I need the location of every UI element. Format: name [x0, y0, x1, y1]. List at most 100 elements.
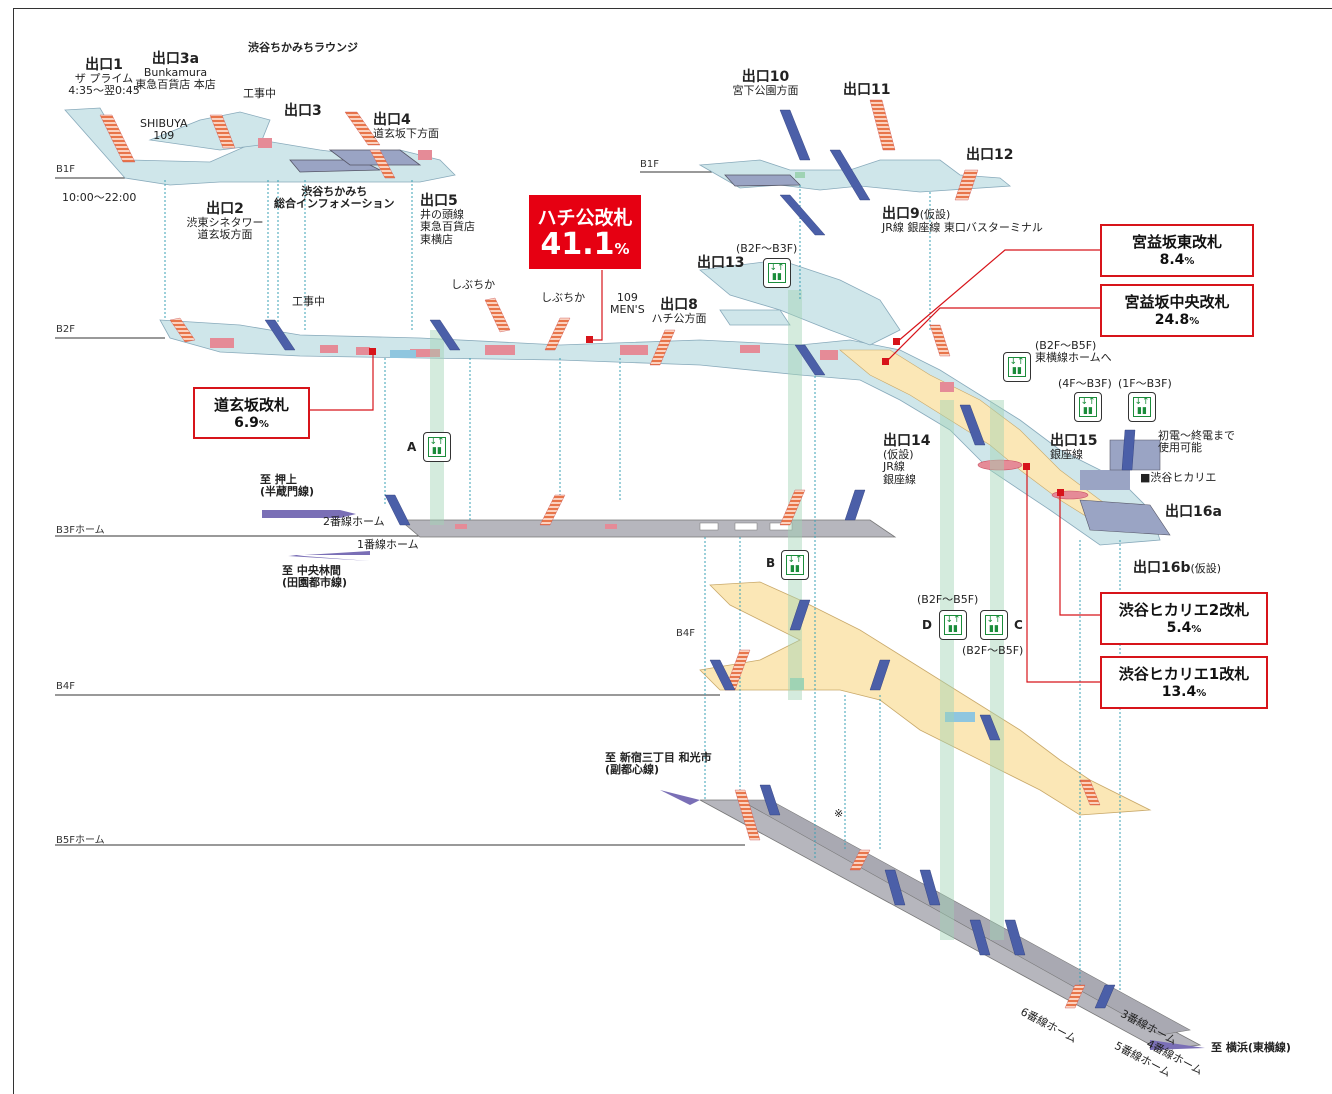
elevator-toyoko-icon: ↓↑▮▮: [1003, 352, 1031, 382]
exit-13-elevator-range: (B2F〜B3F): [736, 242, 798, 255]
exit-2-label: 出口2 渋東シネタワー 道玄坂方面: [180, 201, 270, 242]
elevator-c-range: (B2F〜B5F): [962, 644, 1024, 657]
gate-miyamasuzaka-east-unit: %: [1184, 256, 1195, 267]
elevator-a-icon: ↓↑▮▮: [423, 432, 451, 462]
exit-14-label: 出口14 (仮設) JR線 銀座線: [883, 433, 931, 486]
floor-label-b4f: B4F: [56, 681, 75, 692]
elevator-toyoko-label: (B2F〜B5F) 東横線ホームへ: [1035, 339, 1112, 365]
gate-miyamasuzaka-center-name: 宮益坂中央改札: [1124, 293, 1230, 311]
escalators: [264, 109, 1136, 1009]
exit-3a-sub1: Bunkamura: [143, 66, 208, 80]
exit-2-sub2: 道玄坂方面: [197, 228, 253, 242]
exit-4-sub1: 道玄坂下方面: [373, 127, 439, 141]
gate-hikarie-2-unit: %: [1191, 624, 1202, 635]
gate-hachiko-name: ハチ公改札: [537, 207, 633, 229]
gate-leaders: [308, 249, 1102, 683]
b4f-concourse: [699, 581, 1152, 816]
gate-hachiko: ハチ公改札 41.1%: [529, 195, 641, 269]
elevator-shafts: [430, 290, 1004, 940]
gate-miyamasuzaka-east-pct: 8.4: [1159, 252, 1185, 268]
elevator-hours-label: 初電〜終電まで 使用可能: [1158, 429, 1235, 455]
shibuchika-label-1: しぶちか: [451, 278, 496, 291]
construction-label-2: 工事中: [292, 295, 325, 308]
exit-8-name: 出口8: [660, 297, 698, 313]
shibuchika-label-2: しぶちか: [541, 291, 586, 304]
exit-15-label: 出口15 銀座線: [1050, 433, 1098, 462]
exit-10-sub1: 宮下公園方面: [732, 84, 799, 98]
exit-16b-tag: (仮設): [1190, 562, 1222, 575]
exit-5-sub2: 東急百貨店: [420, 220, 475, 234]
gate-miyamasuzaka-center: 宮益坂中央改札 24.8%: [1100, 284, 1254, 337]
gate-miyamasuzaka-east-name: 宮益坂東改札: [1131, 233, 1222, 251]
exit-8-sub1: ハチ公方面: [651, 312, 707, 326]
exit-16a-name: 出口16a: [1165, 504, 1222, 520]
exit-13-name: 出口13: [697, 255, 745, 271]
exit-14-sub2: JR線: [883, 460, 905, 474]
floor-label-b2f: B2F: [56, 324, 75, 335]
exit-14-name: 出口14: [883, 433, 931, 449]
exit-1-sub2: 4:35〜翌0:45: [68, 84, 140, 98]
b2f-concourse: [159, 259, 1171, 546]
exit-16b-name: 出口16b: [1133, 560, 1191, 576]
platform-1-label: 1番線ホーム: [357, 538, 419, 551]
exit-2-name: 出口2: [206, 201, 244, 217]
exit-1-name: 出口1: [85, 57, 123, 73]
elevator-4f-label: (4F〜B3F): [1058, 377, 1112, 390]
gate-markers: [369, 336, 1064, 496]
shibuya109-label: SHIBUYA 109: [140, 117, 188, 143]
info-center-label: 渋谷ちかみち 総合インフォメーション: [274, 185, 395, 211]
elevator-d-range: (B2F〜B5F): [917, 593, 979, 606]
exit-12-name: 出口12: [966, 147, 1014, 163]
exit-5-label: 出口5 井の頭線 東急百貨店 東横店: [420, 193, 475, 246]
floor-label-b3f: B3Fホーム: [56, 525, 105, 536]
gate-hikarie-2-name: 渋谷ヒカリエ2改札: [1118, 601, 1250, 619]
stairs: [99, 99, 1101, 1009]
gate-dogenzaka-unit: %: [258, 419, 269, 430]
exit-2-sub1: 渋東シネタワー: [186, 216, 264, 230]
direction-yokohama: 至 横浜(東横線): [1211, 1041, 1291, 1054]
exit-10-label: 出口10 宮下公園方面: [728, 69, 803, 98]
gate-miyamasuzaka-center-pct: 24.8: [1154, 312, 1190, 328]
exit-3a-sub2: 東急百貨店 本店: [135, 78, 216, 92]
exit-3a-label: 出口3a Bunkamura 東急百貨店 本店: [128, 51, 223, 92]
construction-label-1: 工事中: [243, 87, 276, 100]
elevator-d-icon: ↓↑▮▮: [939, 610, 967, 640]
exit-15-sub1: 銀座線: [1050, 448, 1083, 462]
elevator-1f-icon: ↓↑▮▮: [1128, 392, 1156, 422]
b3f-platform: [262, 510, 897, 561]
gate-hikarie-1-name: 渋谷ヒカリエ1改札: [1118, 665, 1250, 683]
floor-lines: [55, 171, 745, 846]
elevator-4f-icon: ↓↑▮▮: [1074, 392, 1102, 422]
elevator-b-letter: B: [766, 556, 776, 570]
exit-3a-name: 出口3a: [151, 51, 200, 67]
elevator-b-icon: ↓↑▮▮: [781, 550, 809, 580]
exit-4-name: 出口4: [373, 112, 411, 128]
exit-1-sub1: ザ プライム: [74, 72, 134, 86]
gate-hikarie-2: 渋谷ヒカリエ2改札 5.4%: [1100, 592, 1268, 645]
exit-11-name: 出口11: [843, 82, 891, 98]
map-frame: [13, 8, 1332, 1094]
floor-label-b4f-mid: B4F: [676, 628, 695, 639]
platform-2-label: 2番線ホーム: [323, 515, 385, 528]
gate-miyamasuzaka-center-unit: %: [1189, 316, 1200, 327]
exit-9-tag: (仮設): [919, 208, 951, 221]
gate-dogenzaka-name: 道玄坂改札: [213, 396, 289, 414]
exit-9-name: 出口9: [882, 206, 920, 222]
exit-16b-label: 出口16b(仮設): [1133, 558, 1221, 576]
hikarie-label: ■渋谷ヒカリエ: [1140, 471, 1217, 484]
floor-label-b1f-east: B1F: [640, 159, 659, 170]
exit-5-name: 出口5: [420, 193, 458, 209]
elevator-c-letter: C: [1014, 618, 1023, 632]
elevator-1f-label: (1F〜B3F): [1118, 377, 1172, 390]
exit-9-label: 出口9(仮設) JR線 銀座線 東口バスターミナル: [882, 204, 1043, 234]
gate-hikarie-1-unit: %: [1196, 688, 1207, 699]
lounge-label: 渋谷ちかみちラウンジ: [248, 41, 358, 54]
direction-chuorinkan: 至 中央林間 (田園都市線): [282, 564, 348, 590]
mens109-label: 109 MEN'S: [610, 291, 645, 317]
gate-dogenzaka: 道玄坂改札 6.9%: [193, 387, 310, 439]
direction-oshiage: 至 押上 (半蔵門線): [260, 473, 315, 499]
gate-hikarie-2-pct: 5.4: [1166, 620, 1192, 636]
exit-14-sub1: (仮設): [883, 448, 914, 462]
exit-15-name: 出口15: [1050, 433, 1098, 449]
